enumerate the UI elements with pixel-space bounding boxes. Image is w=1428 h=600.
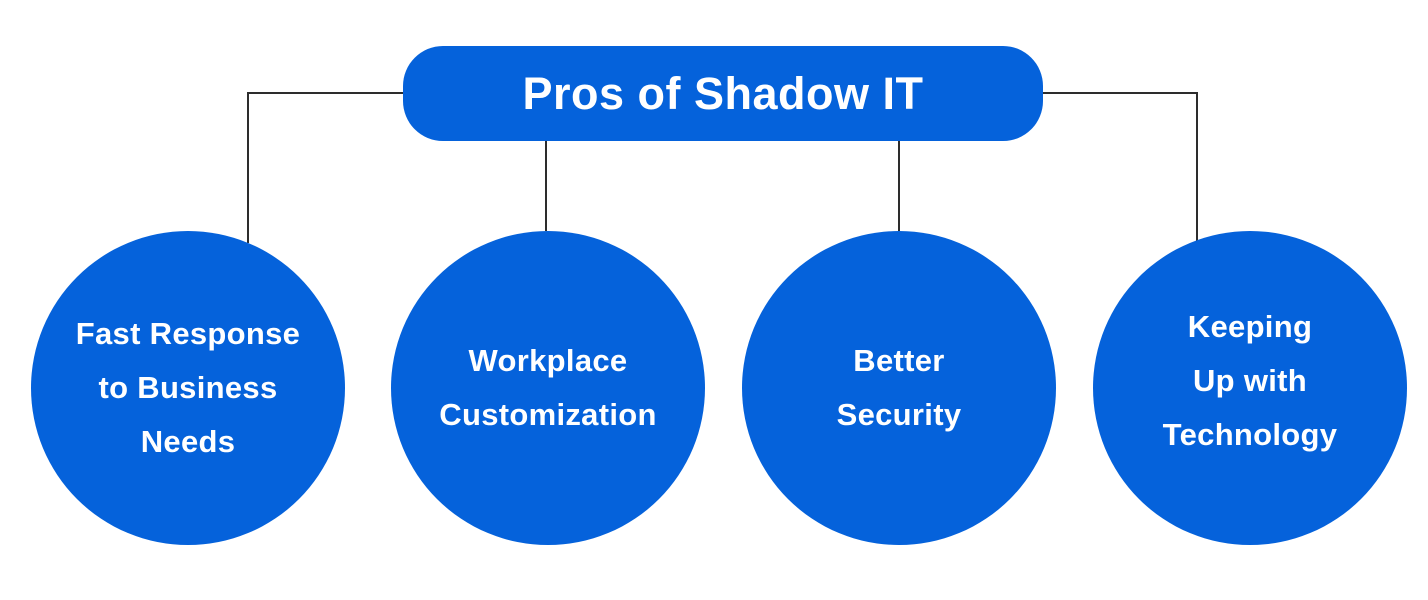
node-label: Fast Response to Business Needs [76,307,300,469]
node-label: Keeping Up with Technology [1163,300,1338,462]
node-label-line: Needs [140,424,236,459]
node-label-line: Up with [1192,363,1308,398]
diagram-title: Pros of Shadow IT [522,67,924,119]
node-label-line: Keeping [1187,309,1313,344]
node-keeping-up-with-technology: Keeping Up with Technology [1093,231,1407,545]
node-label: Workplace Customization [439,334,656,442]
node-label-line: Customization [439,397,657,432]
connector-title-to-node3-vertical [898,141,900,231]
connector-title-to-node1-vertical [247,92,249,243]
node-label-line: to Business [98,370,278,405]
node-label-line: Security [836,397,962,432]
node-label: Better Security [837,334,962,442]
connector-title-to-node1-horizontal [247,92,405,94]
node-label-line: Fast Response [75,316,301,351]
node-label-line: Technology [1162,417,1338,452]
node-better-security: Better Security [742,231,1056,545]
node-fast-response-to-business-needs: Fast Response to Business Needs [31,231,345,545]
node-label-line: Workplace [468,343,628,378]
title-box: Pros of Shadow IT [403,46,1043,141]
node-workplace-customization: Workplace Customization [391,231,705,545]
connector-title-to-node4-horizontal [1043,92,1198,94]
connector-title-to-node2-vertical [545,141,547,231]
connector-title-to-node4-vertical [1196,92,1198,241]
node-label-line: Better [853,343,945,378]
